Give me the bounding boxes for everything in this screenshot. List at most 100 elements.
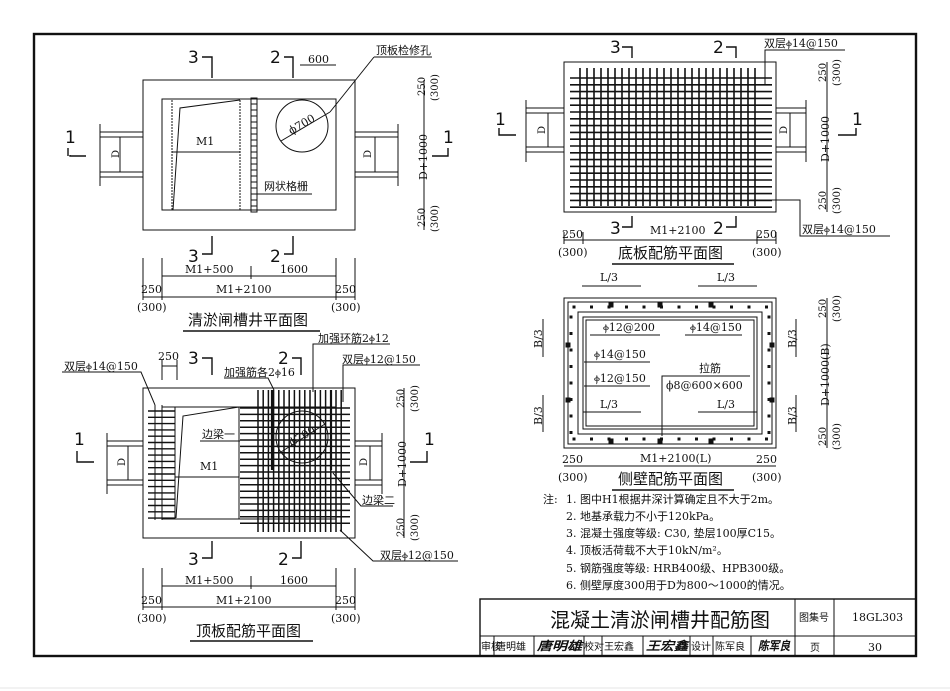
svg-text:M1+2100: M1+2100 — [216, 283, 271, 296]
plan-view-caption: 清淤闸槽井平面图 — [188, 311, 308, 329]
add-rebar-label: 加强筋各2ⲫ16 — [224, 365, 295, 379]
side-wall-caption: 侧壁配筋平面图 — [618, 470, 723, 488]
svg-text:3: 3 — [610, 219, 621, 239]
rebar-dot — [569, 332, 573, 335]
section-mark-3-bottom: 3 — [188, 247, 199, 267]
rebar-dot — [765, 437, 768, 441]
rebar-dot — [657, 438, 663, 444]
pipe-left: D — [106, 433, 143, 494]
rebar-right-bottom-label: 双层ⲫ12@150 — [380, 549, 454, 562]
svg-text:L/3: L/3 — [717, 271, 735, 284]
svg-text:M1+2100: M1+2100 — [650, 224, 705, 237]
rebar-dot — [625, 437, 628, 441]
rebar-dot — [569, 381, 573, 385]
note-3: 3. 混凝土强度等级: C30, 垫层100厚C15。 — [566, 526, 781, 540]
svg-text:(300): (300) — [137, 612, 167, 625]
svg-text:250: 250 — [141, 594, 162, 607]
notes-prefix: 注: — [543, 492, 558, 506]
rebar-left-label: 双层ⲫ14@150 — [64, 360, 138, 373]
ring-rebar-label: 加强环筋2ⲫ12 — [318, 331, 389, 345]
top-slab-caption: 顶板配筋平面图 — [196, 622, 301, 640]
rebar-dot — [695, 437, 698, 441]
hole-dia: ϕ700 — [286, 112, 317, 138]
svg-text:(300): (300) — [558, 471, 588, 484]
svg-text:(300): (300) — [832, 295, 843, 322]
note-5: 5. 钢筋强度等级: HRB400级、HPB300级。 — [566, 561, 790, 575]
svg-text:250: 250 — [818, 63, 829, 82]
bottom-rebar-bottom-label: 双层ⲫ14@150 — [802, 223, 876, 236]
svg-text:3: 3 — [188, 349, 199, 369]
rebar-dot — [767, 365, 771, 368]
rebar-dot — [747, 437, 751, 441]
side-r3: ⲫ14@150 — [594, 348, 646, 361]
svg-text:D+1000: D+1000 — [819, 116, 832, 162]
section-mark-1-left: 1 — [65, 128, 76, 148]
svg-text:1600: 1600 — [280, 574, 308, 587]
rebar-dot — [767, 381, 771, 385]
rebar-dot — [767, 398, 771, 401]
svg-text:M1+2100(L): M1+2100(L) — [640, 452, 711, 465]
rebar-dot — [590, 437, 593, 441]
edge-beam-2: 边梁二 — [362, 493, 395, 507]
svg-text:2: 2 — [713, 219, 724, 239]
svg-text:(300): (300) — [752, 246, 782, 259]
svg-text:(300): (300) — [137, 301, 167, 314]
svg-text:D: D — [537, 126, 548, 134]
note-1: 1. 图中H1根据井深计算确定且不大于2m。 — [566, 492, 779, 506]
svg-text:B/3: B/3 — [532, 329, 545, 348]
access-hole — [275, 99, 329, 153]
rebar-dot — [767, 431, 771, 434]
svg-text:(300): (300) — [410, 385, 421, 412]
svg-text:M1: M1 — [200, 460, 218, 473]
rebar-dot — [767, 332, 771, 335]
section-mark-2-top: 2 — [270, 48, 281, 68]
rebar-dot — [569, 365, 573, 368]
rebar-dot — [712, 437, 716, 441]
rebar-right-grid — [240, 390, 350, 532]
svg-text:M1+500: M1+500 — [185, 263, 233, 276]
tie-label: 拉筋 — [699, 361, 721, 375]
svg-text:D: D — [111, 150, 122, 158]
svg-text:D: D — [779, 126, 790, 134]
svg-text:(300): (300) — [331, 301, 361, 314]
rebar-dot — [712, 305, 716, 309]
bottom-slab-rebar-mesh — [570, 68, 772, 208]
pipe-right: D — [355, 433, 383, 494]
svg-text:250: 250 — [562, 453, 583, 466]
svg-text:250: 250 — [335, 594, 356, 607]
tie-spec: ϕ8@600×600 — [666, 379, 743, 392]
rebar-right-top-label: 双层ⲫ12@150 — [342, 353, 416, 366]
rebar-dot — [767, 414, 771, 418]
designer-signature: 陈军良 — [758, 639, 791, 653]
svg-text:250: 250 — [158, 350, 179, 363]
svg-text:(300): (300) — [430, 205, 441, 232]
svg-text:250: 250 — [756, 228, 777, 241]
svg-text:3: 3 — [610, 38, 621, 58]
drawing-frame — [32, 32, 918, 658]
svg-text:(300): (300) — [752, 471, 782, 484]
rebar-dot — [569, 414, 573, 418]
svg-text:2: 2 — [278, 550, 289, 570]
rebar-dot — [769, 397, 775, 403]
svg-text:D: D — [363, 150, 374, 158]
design-label: 设计 — [691, 640, 711, 653]
checker: 王宏鑫 — [604, 640, 634, 653]
side-wall-rebar-plan: L/3 L/3 L/3 L/3 B/3 B/3 B/3 B/3 ⲫ12@200 … — [532, 271, 843, 491]
rebar-dot — [677, 305, 681, 309]
rebar-dot — [642, 305, 646, 309]
svg-text:250: 250 — [396, 518, 407, 537]
grating-label: 网状格栅 — [264, 179, 308, 193]
rebar-dot — [708, 438, 714, 444]
svg-text:1600: 1600 — [280, 263, 308, 276]
rebar-dot — [747, 305, 751, 309]
rebar-dot — [565, 397, 571, 403]
rebar-dot — [625, 305, 628, 309]
pipe-left: D — [525, 100, 564, 162]
top-slab-rebar-plan: 3 2 3 2 1 1 250 M1 边梁一 ϕ700 — [62, 331, 458, 642]
rebar-dot — [572, 305, 576, 309]
bottom-rebar-top-label: 双层ⲫ14@150 — [764, 37, 838, 50]
rebar-dot — [569, 431, 573, 434]
rebar-dot — [765, 305, 768, 309]
svg-text:D: D — [117, 458, 128, 466]
